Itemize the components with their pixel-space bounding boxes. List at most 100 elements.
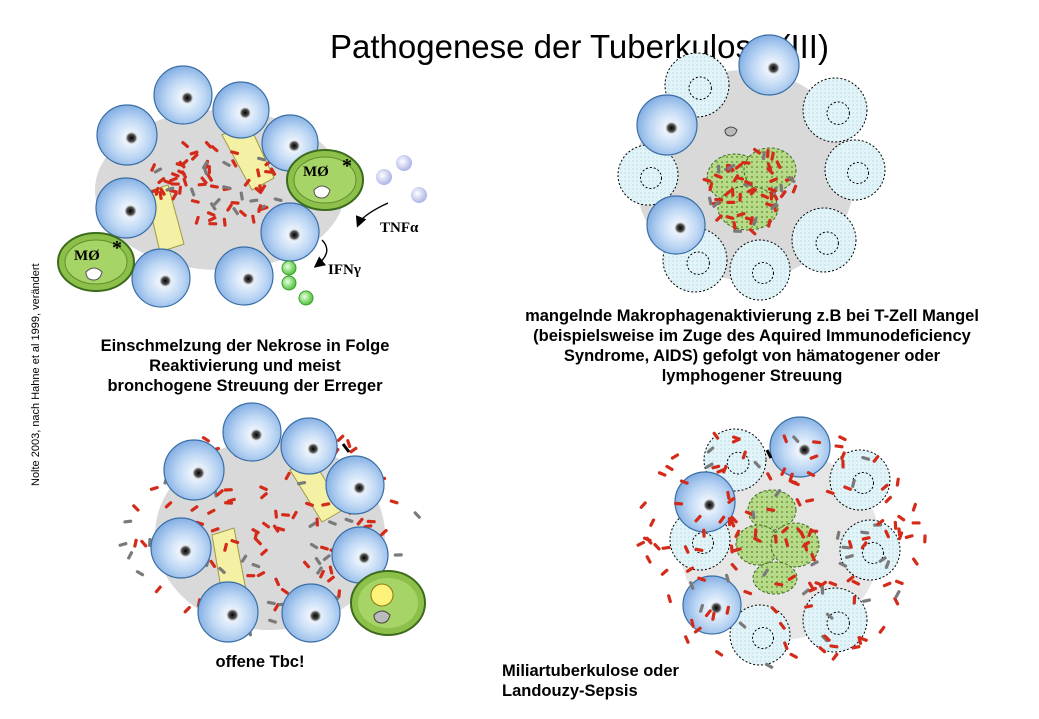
bacterium [806,471,816,478]
ghost-cell [824,139,886,201]
bacterium [259,205,269,211]
macrophage: MØ * [57,232,135,292]
bacterium [661,545,671,550]
bacterium [713,173,723,179]
bacterium [773,534,778,544]
caption-bottom-left: offene Tbc! [215,653,305,671]
caption-top-left: Einschmelzung der Nekrose in Folge Reakt… [100,337,390,395]
bacterium [320,545,329,551]
bacterium [240,554,248,563]
ghost-cell [829,449,891,511]
bacterium [884,495,893,504]
bacterium [249,198,259,203]
bacterium [327,575,335,583]
bacterium [133,538,138,548]
bacterium [251,562,261,569]
bacterium [872,454,880,463]
macrophage-label: MØ [74,248,100,264]
bacterium [744,179,753,186]
bacterium [804,604,814,609]
bacterium [893,596,900,606]
bacterium [704,609,712,618]
bacterium [778,621,786,630]
bacterium [175,162,185,168]
bacterium [751,510,756,520]
bacterium [911,557,919,566]
bacterium [718,515,726,524]
bacterium [272,524,280,533]
lymphocyte [738,34,800,96]
bacterium [895,477,900,487]
bacterium [157,177,166,185]
macrophage: MØ * [286,149,364,211]
bacterium [268,618,277,624]
bacterium [859,636,868,642]
bacterium [132,504,140,512]
bacterium [200,176,208,185]
bacterium [722,464,728,474]
bacterium [153,167,163,174]
bacterium [831,652,839,661]
ghost-cell [729,239,791,301]
bacterium [825,489,835,495]
bacterium [810,552,816,562]
bacterium [821,634,829,643]
lymphocyte [131,248,191,308]
bacterium [828,581,838,587]
lymphocyte [150,517,212,579]
bacterium [346,439,352,448]
ifn-label: IFNγ [328,262,361,278]
bacterium [665,464,674,472]
bacterium [308,521,317,529]
lymphocyte-ring [95,65,320,308]
bacterium [645,555,652,564]
bacterium [808,586,818,593]
bacterium [163,179,173,185]
bacterium [770,151,775,161]
bacterium [328,565,334,575]
bacterium [258,184,263,194]
ifn-cytokine [281,260,297,276]
lymphocyte [281,583,341,643]
bacterium [256,571,266,578]
macrophage-star: * [342,155,352,177]
bacterium [851,478,856,488]
bacterium [829,644,839,649]
small-marker [341,443,351,453]
bacterium [775,160,782,169]
bacterium [706,446,715,454]
bacterium [841,459,845,469]
bacterium [269,167,277,176]
bacterium [727,496,736,504]
bacterium [181,140,190,149]
bacterium [774,489,782,498]
bacterium [766,507,776,512]
bacterium [802,540,811,548]
bacterium [694,547,704,553]
bacterium [846,575,855,583]
bacterium [349,446,358,454]
bacterium [911,521,921,525]
bacterium [731,437,741,444]
bacterium [305,501,314,507]
bacterium [380,528,388,537]
panel-bottom-right [636,416,927,669]
bacterium [801,588,810,596]
bacterium [208,222,218,226]
bacterium [769,177,778,183]
bacterium [243,178,251,187]
bacterium [734,529,741,539]
bacteria-cluster [702,147,798,236]
bacterium [284,471,291,481]
bacterium [209,559,217,568]
bacterium [190,505,199,512]
bacterium [209,202,217,211]
caption-top-right: mangelnde Makrophagenaktivierung z.B bei… [525,307,979,385]
bacterium [744,216,754,222]
ifn-cytokine [281,275,297,291]
bacterium [660,568,669,576]
bacterium [149,485,159,491]
bacterium [911,502,918,512]
bacterium [894,579,904,586]
bacterium [158,190,163,200]
